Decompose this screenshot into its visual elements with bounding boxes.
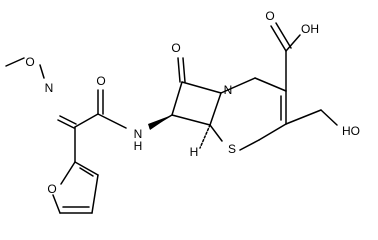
bond [79, 167, 94, 177]
bond [258, 123, 287, 141]
bond [171, 114, 211, 126]
atom-label-n-oxime: N [45, 81, 54, 95]
bond [91, 174, 99, 214]
bond [220, 77, 256, 94]
atom-label-h-stereo: H [190, 145, 199, 159]
furan-ring [52, 126, 99, 214]
atom-label-oh-carboxyl: OH [301, 22, 319, 36]
atom-label-ho-hydroxymethyl: HO [342, 124, 360, 138]
bond [181, 81, 222, 94]
hashed-bond [199, 124, 211, 149]
bond [59, 115, 77, 125]
bond [182, 57, 186, 83]
carboxylic-acid-group [270, 22, 301, 92]
bond [74, 161, 99, 176]
wedge-bond [148, 115, 172, 130]
bond [74, 113, 99, 128]
atom-label-nh-n: N [134, 127, 143, 141]
bond [209, 92, 222, 126]
bond [254, 77, 287, 92]
atom-label-o-carboxyl: O [265, 9, 274, 23]
hydroxymethyl-group [285, 109, 338, 126]
bond [285, 109, 322, 125]
dihydrothiazine-ring [199, 77, 287, 151]
atom-label-nh-h: H [134, 139, 143, 153]
bond [270, 25, 287, 52]
bond [171, 81, 183, 116]
bond [52, 194, 61, 214]
bond [209, 124, 223, 142]
atom-label-o-methoxy: O [25, 55, 34, 69]
bond [39, 64, 45, 79]
bond [239, 139, 260, 151]
beta-lactam-ring [148, 57, 222, 130]
bond [177, 57, 181, 83]
atom-label-s-ring: S [228, 142, 236, 156]
bond [285, 34, 301, 52]
atom-label-o-amide: O [96, 74, 105, 88]
bond [275, 22, 292, 49]
bond [320, 109, 338, 126]
methoxy-imine-group [5, 57, 77, 129]
bond [5, 57, 25, 67]
bond [57, 119, 75, 129]
bond [97, 113, 127, 129]
bond [60, 161, 76, 185]
atom-label-n-ring: N [224, 83, 233, 97]
atom-label-o-lactam: O [171, 41, 180, 55]
atom-label-o-furan: O [47, 182, 56, 196]
